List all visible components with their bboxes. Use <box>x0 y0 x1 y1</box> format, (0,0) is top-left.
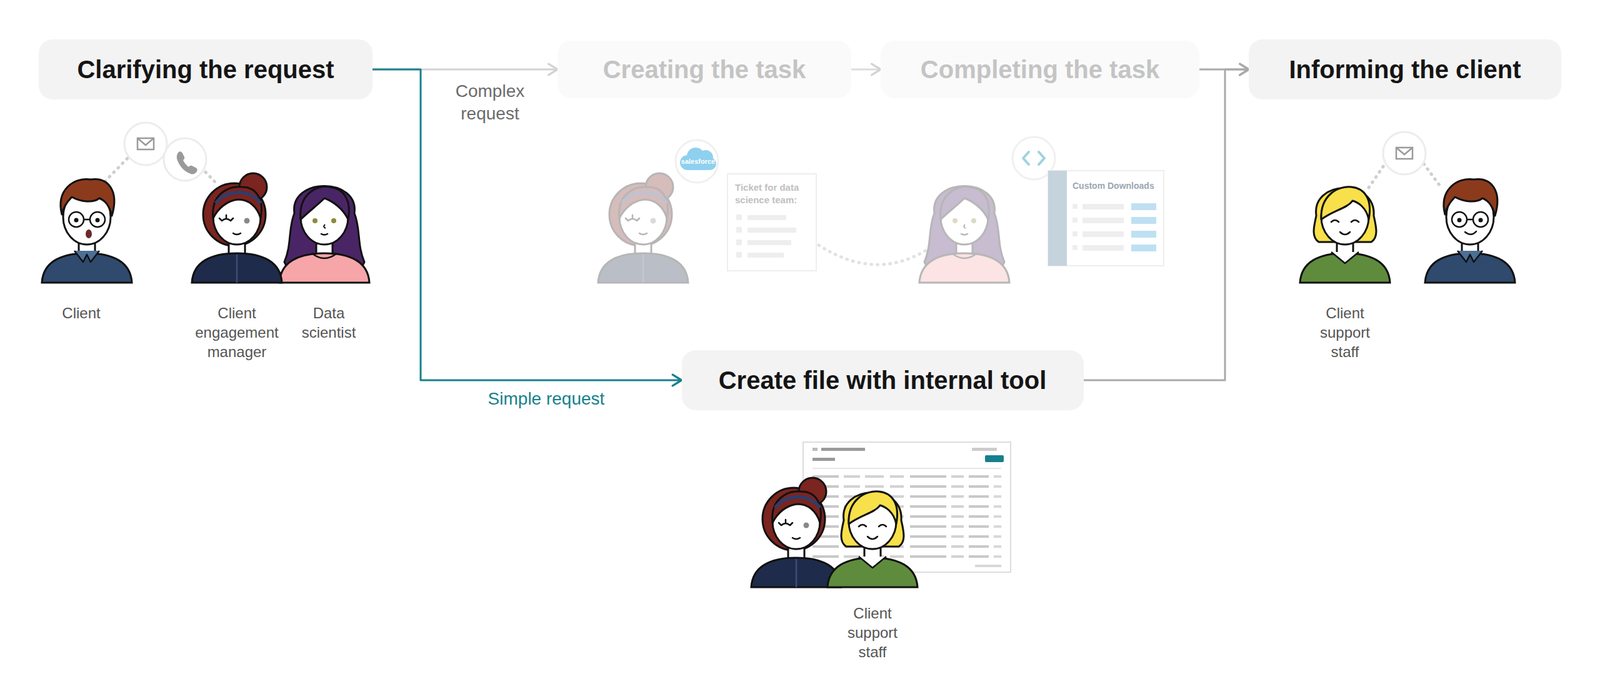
process-box: Creating the task <box>557 40 852 99</box>
person-label: Data scientist <box>293 303 364 342</box>
data-scientist-figure <box>279 186 370 284</box>
panel-title: Custom Downloads <box>1072 180 1162 192</box>
client-figure <box>1425 178 1515 283</box>
card-title: Ticket for data science team: <box>735 181 809 206</box>
flow-arrow <box>372 69 682 380</box>
support-staff-figure <box>1300 186 1390 283</box>
box-text: Create file with internal tool <box>718 365 1047 395</box>
client-figure <box>41 178 132 283</box>
logo-text: salesforce <box>676 156 720 166</box>
box-text: Informing the client <box>1288 55 1521 84</box>
engagement-manager-figure <box>191 173 282 283</box>
edge-label: Complex request <box>443 80 537 126</box>
flow-arrow <box>1083 69 1250 380</box>
email-icon <box>1383 131 1426 175</box>
person-label: Client support staff <box>1310 303 1380 362</box>
phone-icon <box>163 138 207 181</box>
box-text: Completing the task <box>920 55 1160 84</box>
person-label: Client engagement manager <box>190 303 284 362</box>
process-box: Clarifying the request <box>38 39 373 100</box>
engagement-manager-figure <box>751 477 842 587</box>
box-text: Clarifying the request <box>76 55 334 84</box>
person-label: Client <box>37 303 125 323</box>
support-staff-figure <box>827 491 918 587</box>
email-icon <box>124 122 167 165</box>
internal-tool-screenshot <box>803 441 1011 572</box>
box-text: Creating the task <box>603 55 807 84</box>
process-box: Informing the client <box>1248 39 1562 100</box>
process-box: Completing the task <box>880 40 1200 99</box>
edge-label: Simple request <box>465 387 628 410</box>
person-label: Client support staff <box>837 603 908 662</box>
process-box: Create file with internal tool <box>681 350 1084 410</box>
greyed-complex-path <box>598 136 1164 283</box>
flow-arrow <box>851 68 881 71</box>
